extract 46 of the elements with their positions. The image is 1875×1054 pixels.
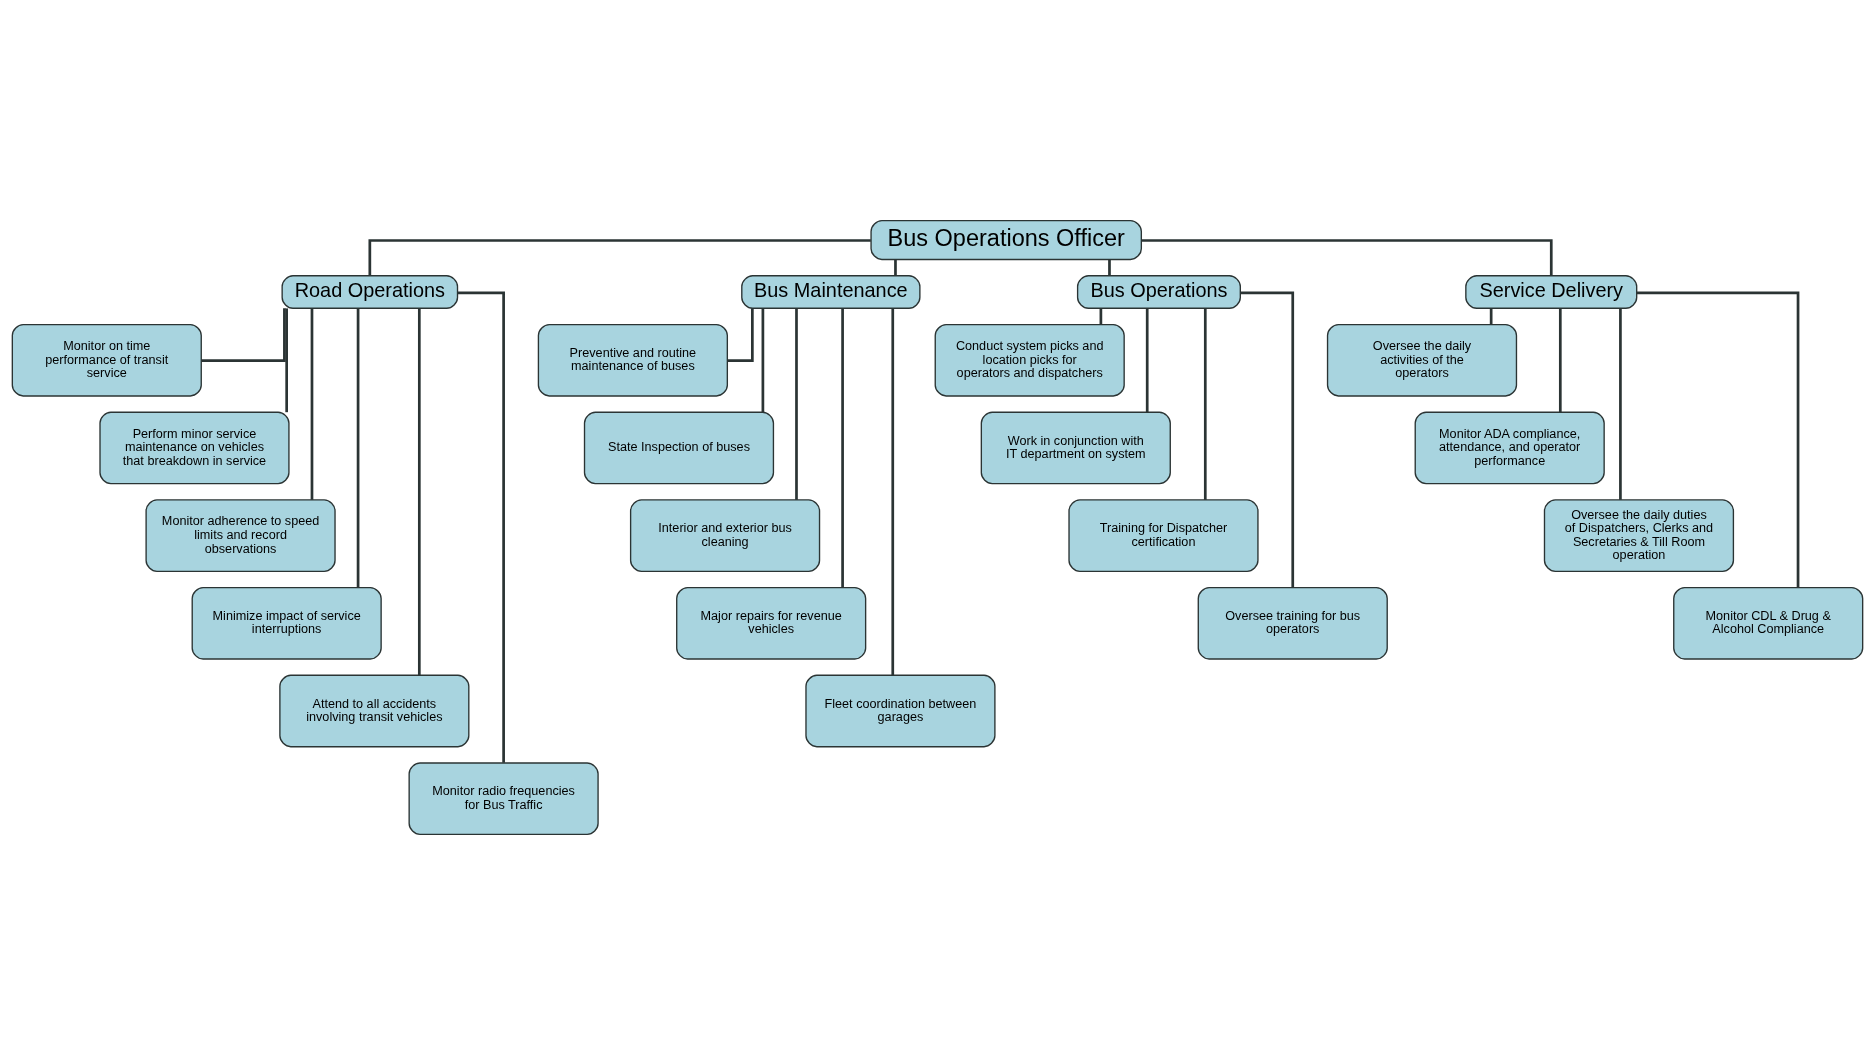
node-box: Interior and exterior bus cleaning [629, 498, 821, 572]
connector [1558, 307, 1562, 412]
node-box: Work in conjunction with IT department on system [980, 411, 1171, 484]
connector [285, 307, 289, 412]
node-box: Perform minor service maintenance on vehicles that breakdown in service [99, 411, 290, 484]
connector [727, 307, 754, 362]
node-box: Conduct system picks and location picks for operators and dispatchers [934, 323, 1125, 397]
node-box: Monitor adherence to speed limits and record observations [145, 498, 336, 572]
node-box: Monitor radio frequencies for Bus Traffic [408, 761, 599, 835]
node-box: Monitor on time performance of transit service [11, 323, 202, 397]
connector [417, 307, 421, 675]
node-box: Road Operations [281, 274, 459, 309]
node-box: State Inspection of buses [583, 411, 775, 484]
node-box: Monitor ADA compliance, attendance, and operator performance [1414, 411, 1605, 484]
node-box: Preventive and routine maintenance of buses [537, 323, 728, 397]
node-box: Major repairs for revenue vehicles [676, 586, 867, 660]
node-box: Fleet coordination between garages [805, 674, 996, 747]
connector [841, 307, 844, 587]
node-box: Oversee training for bus operators [1197, 586, 1388, 660]
node-box: Attend to all accidents involving transit vehicles [279, 674, 470, 747]
node-box: Bus Operations [1076, 274, 1241, 309]
connector [1108, 259, 1111, 276]
connector [891, 307, 895, 675]
node-box: Training for Dispatcher certification [1068, 498, 1259, 572]
node-box: Bus Operations Officer [870, 219, 1142, 260]
connector [1619, 307, 1622, 500]
connector [1145, 307, 1149, 412]
connector [356, 307, 360, 587]
node-box: Bus Maintenance [741, 274, 921, 309]
connector [1489, 308, 1493, 324]
connector [201, 307, 286, 362]
node-box: Oversee the daily duties of Dispatchers, Clerks and Secretaries & Till Room operation [1543, 498, 1735, 572]
node-box: Service Delivery [1465, 274, 1638, 309]
connector [368, 238, 871, 276]
connector [795, 307, 798, 500]
node-box: Monitor CDL & Drug & Alcohol Compliance [1673, 586, 1864, 660]
connector [1240, 291, 1295, 587]
connector [1141, 238, 1553, 276]
connector [310, 307, 314, 500]
connector [1636, 291, 1800, 587]
connector [1203, 307, 1207, 500]
node-box: Oversee the daily activities of the operators [1326, 323, 1518, 397]
connector [894, 259, 897, 276]
connector [761, 307, 765, 412]
node-box: Minimize impact of service interruptions [191, 586, 382, 660]
connector [457, 291, 505, 763]
